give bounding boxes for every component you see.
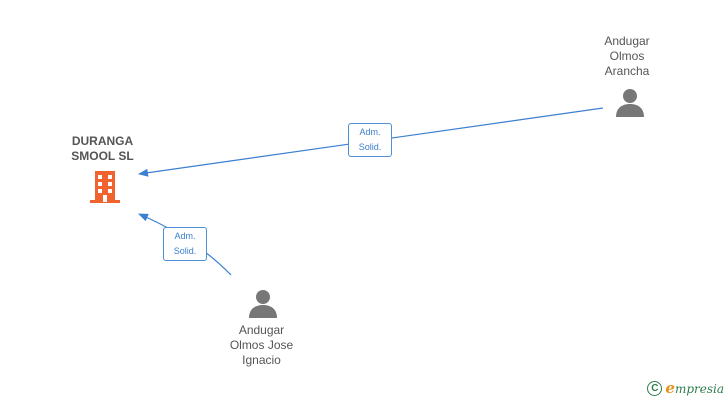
company-name[interactable]: DURANGA SMOOL SL [71, 134, 134, 163]
copyright-icon: C [647, 380, 663, 396]
person-name-jose-ignacio[interactable]: Andugar Olmos Jose Ignacio [229, 323, 294, 367]
empresia-watermark: C empresia [647, 379, 724, 397]
person-icon[interactable] [247, 289, 279, 319]
brand-logo: empresia [665, 379, 724, 397]
relation-badge-arancha[interactable]: Adm. Solid. [348, 123, 392, 157]
person-icon[interactable] [614, 88, 646, 118]
person-name-arancha[interactable]: Andugar Olmos Arancha [604, 34, 650, 78]
relation-badge-jose-ignacio[interactable]: Adm. Solid. [163, 227, 207, 261]
building-icon[interactable] [89, 169, 121, 205]
